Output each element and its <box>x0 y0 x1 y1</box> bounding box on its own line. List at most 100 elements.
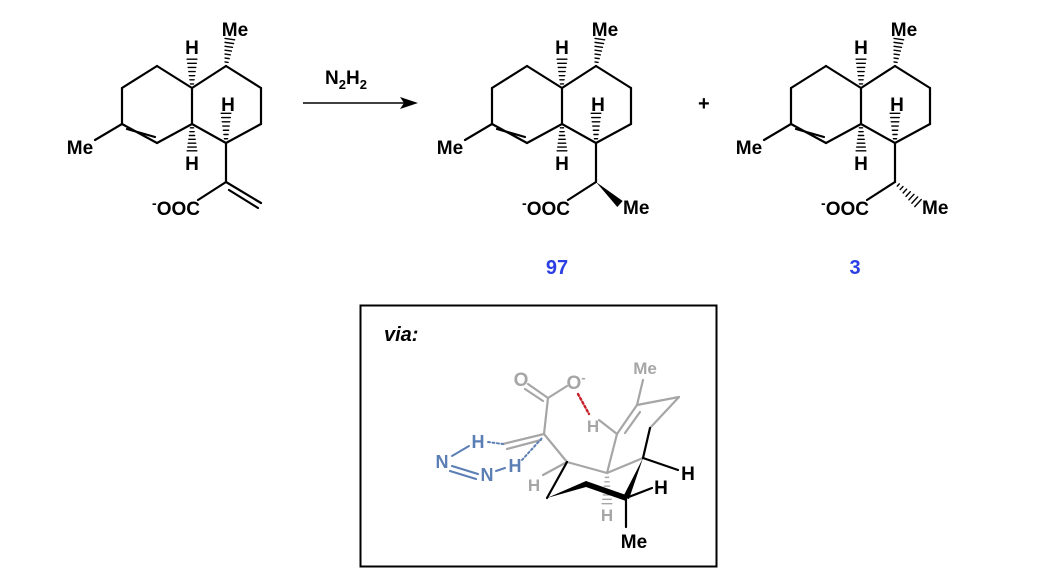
hashed-bond <box>855 127 867 152</box>
major-ratio: 97 <box>546 257 568 279</box>
hash-line <box>896 183 901 187</box>
bond <box>541 460 569 477</box>
carboxylate-text: OOC <box>157 199 201 220</box>
bold-bond <box>586 481 626 501</box>
hash-line <box>893 41 904 45</box>
hash-line <box>893 53 900 56</box>
bond <box>605 456 645 475</box>
bond <box>196 180 228 202</box>
bond <box>224 122 263 145</box>
hash-line <box>893 57 899 60</box>
vinyl-bond <box>505 438 543 451</box>
nitrogen-label: N <box>436 452 449 472</box>
hydrogen-label: H <box>591 95 605 116</box>
bond <box>824 122 863 145</box>
bond <box>594 64 633 90</box>
bond <box>859 64 897 90</box>
bond <box>597 418 619 436</box>
methyl-label: Me <box>437 138 463 159</box>
wedge-bond <box>547 481 586 498</box>
bond <box>525 64 564 90</box>
bond <box>594 122 633 145</box>
carboxylate-text: OOC <box>826 199 870 220</box>
bond <box>542 396 550 436</box>
bond <box>546 384 569 400</box>
carboxylate-label: -OOC <box>821 195 869 220</box>
bond <box>495 127 527 139</box>
carbonyl-bond <box>523 387 545 403</box>
hydrogen-label: H <box>472 432 485 452</box>
carboxylate-label: -OOC <box>522 195 570 220</box>
oxygen-label: O <box>514 370 529 391</box>
bond <box>463 122 494 142</box>
bond <box>605 432 619 475</box>
hash-line <box>902 188 908 194</box>
bond <box>190 64 228 90</box>
hash-line <box>905 191 912 198</box>
hash-line <box>594 41 605 45</box>
hash-line <box>594 37 606 41</box>
hydrogen-label: H <box>555 38 569 59</box>
bond <box>762 122 793 142</box>
hash-line <box>914 198 922 208</box>
bond <box>155 64 194 90</box>
bond <box>227 188 260 210</box>
hashed-bond <box>889 112 901 140</box>
charge: - <box>581 370 585 385</box>
bond <box>865 180 897 202</box>
bond <box>641 456 680 472</box>
bond <box>224 180 263 205</box>
hash-line <box>908 193 915 201</box>
ring-alkene <box>615 403 639 436</box>
bond <box>641 426 652 460</box>
methyl-label: Me <box>67 138 93 159</box>
methyl-label: Me <box>592 20 618 41</box>
bond <box>120 64 159 90</box>
hash-line <box>594 45 604 49</box>
bond <box>190 122 228 145</box>
bond <box>155 122 194 145</box>
hydrogen-label: H <box>221 95 235 116</box>
hash-line <box>224 41 235 45</box>
hash-line <box>224 53 231 56</box>
minor-ratio: 3 <box>849 257 860 279</box>
plus-sign: + <box>698 93 710 115</box>
hashed-bond <box>186 58 198 85</box>
bond <box>125 127 157 139</box>
hash-line <box>224 49 233 52</box>
bond <box>893 122 932 145</box>
bond <box>566 180 598 202</box>
nitrogen-label: N <box>481 465 494 485</box>
reagent-label: N2H2 <box>325 68 367 92</box>
hydrogen-label: H <box>681 464 695 485</box>
bond <box>560 122 598 145</box>
hashed-bond <box>594 37 606 64</box>
bond <box>545 460 569 500</box>
hash-line <box>224 57 230 60</box>
reaction-arrow <box>303 97 418 109</box>
bond <box>789 64 828 90</box>
hydrogen-label: H <box>555 154 569 175</box>
bond <box>893 64 932 90</box>
hashed-bond <box>224 37 236 64</box>
hydrogen-label: H <box>854 38 868 59</box>
hydrogen-label: H <box>654 478 668 499</box>
methyl-label: Me <box>736 138 762 159</box>
bond <box>560 64 598 90</box>
bond <box>565 460 609 475</box>
hash-line <box>911 196 919 204</box>
bond <box>542 432 569 464</box>
bond <box>490 64 529 90</box>
bond <box>635 378 645 407</box>
methyl-label: Me <box>222 20 248 41</box>
wedge-bond <box>596 182 623 207</box>
hash-line <box>594 49 603 52</box>
bond <box>93 122 124 142</box>
hashed-bond <box>556 127 568 152</box>
methyl-label: Me <box>621 532 647 553</box>
